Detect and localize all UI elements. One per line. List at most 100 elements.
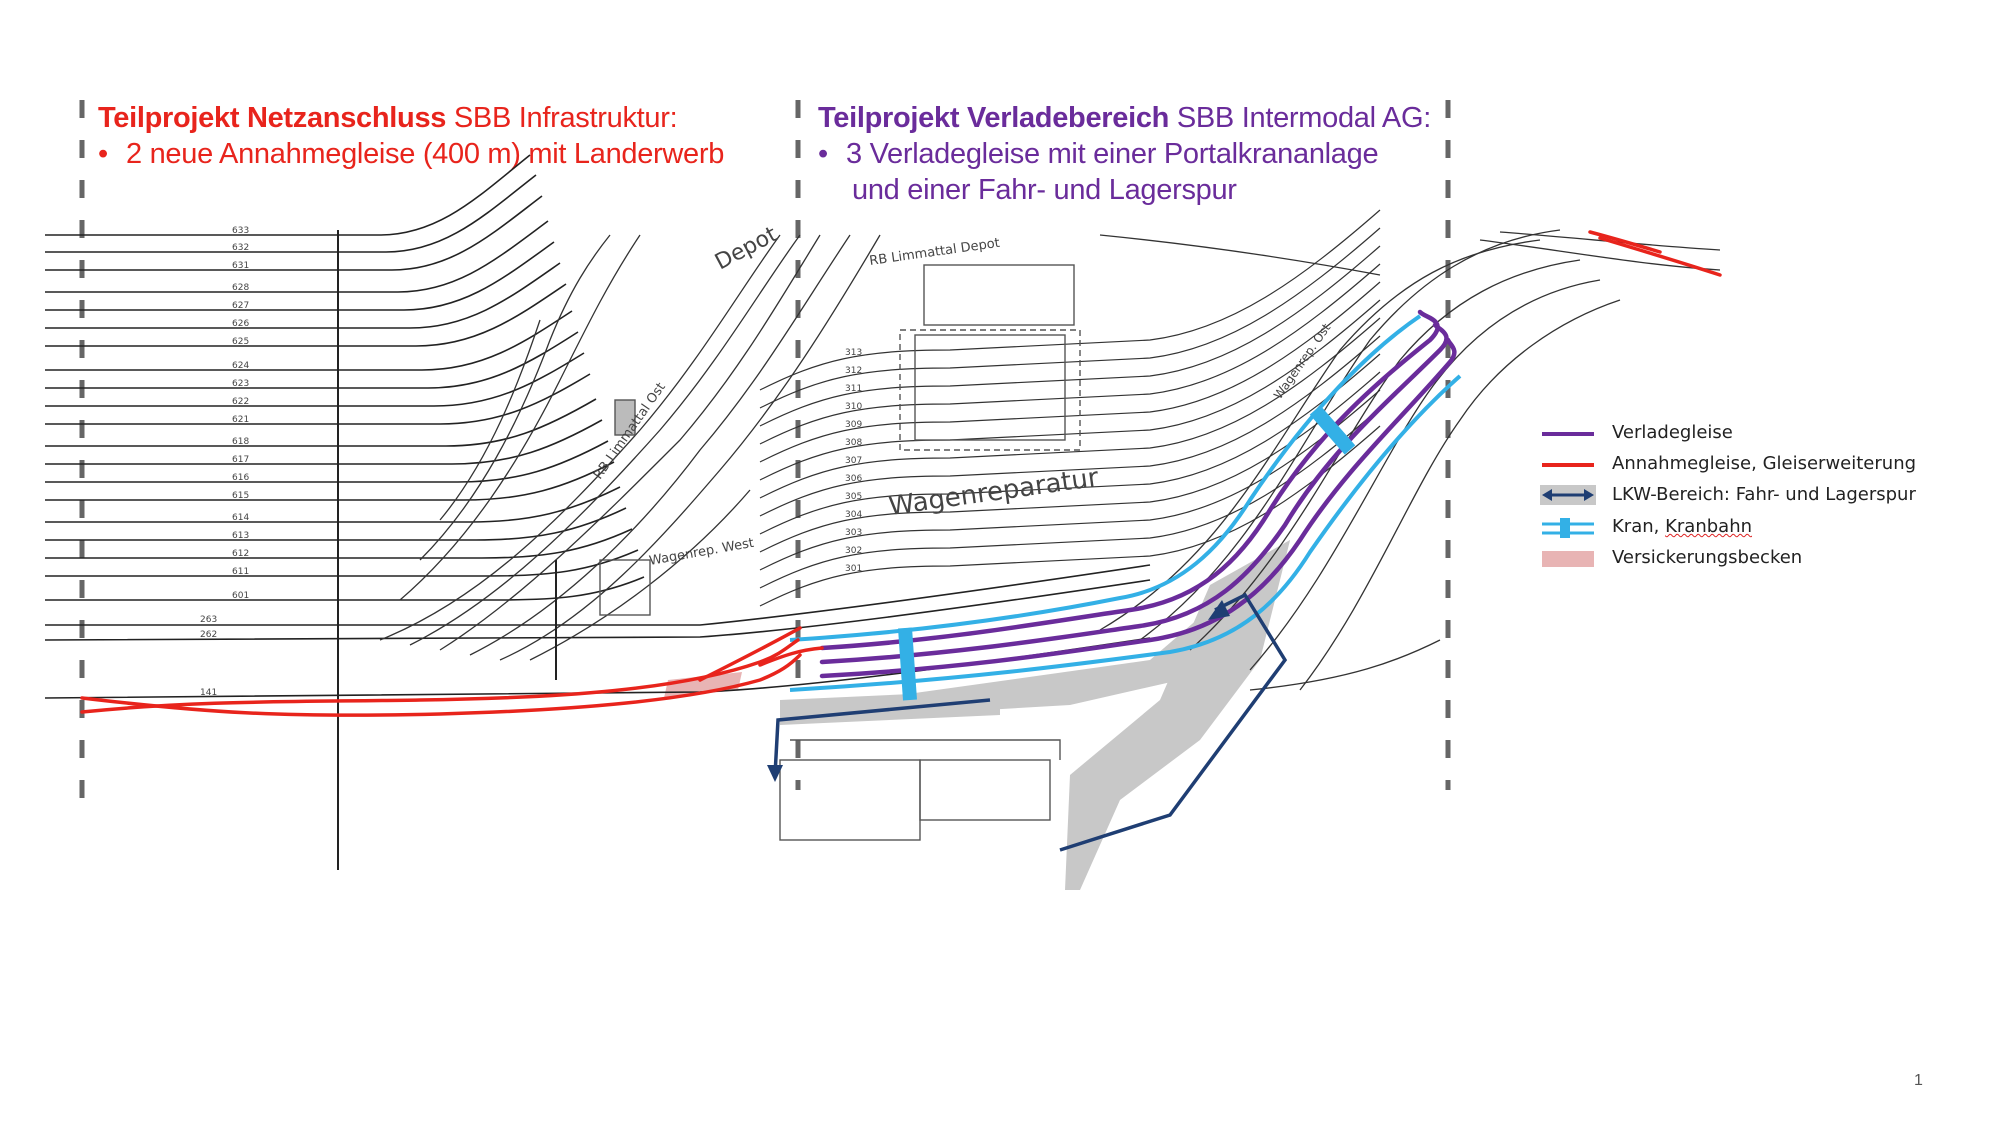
legend-crane-icon xyxy=(1542,518,1594,538)
lkw-fahrspur xyxy=(773,592,1288,852)
annahmegleis-ne-1 xyxy=(1598,236,1722,277)
track-line xyxy=(759,371,1381,553)
annahmegleis-ne-2 xyxy=(1588,230,1662,254)
track-number-label: 631 xyxy=(232,261,249,271)
track-line xyxy=(45,486,621,523)
track-line xyxy=(45,154,531,236)
track-number-labels: 6336326316286276266256246236226216186176… xyxy=(200,226,862,698)
header-verladebereich: Teilprojekt Verladebereich SBB Intermoda… xyxy=(818,100,1431,208)
track-line xyxy=(45,564,1151,626)
track-number-label: 301 xyxy=(845,564,862,574)
track-number-label: 622 xyxy=(232,397,249,407)
legend-item-versickerungsbecken: Versickerungsbecken xyxy=(1530,543,1930,573)
track-number-label: 628 xyxy=(232,283,249,293)
track-line xyxy=(45,195,543,271)
label-rb-ost: RB Limmattal Ost xyxy=(591,380,669,482)
track-number-label: 614 xyxy=(232,513,249,523)
track-line xyxy=(45,507,627,541)
track-number-label: 311 xyxy=(845,384,862,394)
track-number-label: 312 xyxy=(845,366,862,376)
track-number-label: 313 xyxy=(845,348,862,358)
lkw-area-strip xyxy=(780,540,1290,722)
verladegleis-1 xyxy=(819,309,1440,651)
track-line xyxy=(759,425,1381,607)
kran-portal-2 xyxy=(1309,405,1356,455)
track-number-label: 625 xyxy=(232,337,249,347)
label-depot: Depot xyxy=(711,222,782,275)
track-line xyxy=(45,373,591,425)
annahmegleis-4 xyxy=(758,646,824,667)
legend-red-line-icon xyxy=(1542,463,1594,467)
legend-pink-area-icon xyxy=(1542,551,1594,567)
building-south-1 xyxy=(779,759,921,841)
header-right-bullet-cont: und einer Fahr- und Lagerspur xyxy=(852,174,1237,206)
track-line xyxy=(759,227,1381,409)
header-left-bullet: •2 neue Annahmegleise (400 m) mit Lander… xyxy=(98,138,725,170)
verladegleise xyxy=(819,309,1457,679)
header-right-title: Teilprojekt Verladebereich SBB Intermoda… xyxy=(818,102,1431,134)
building-wagenreparatur-inner xyxy=(914,334,1066,441)
track-number-label: 307 xyxy=(845,456,862,466)
legend-purple-line-icon xyxy=(1542,432,1594,436)
track-number-label: 626 xyxy=(232,319,249,329)
track-line xyxy=(759,389,1381,571)
legend-item-lkw: LKW-Bereich: Fahr- und Lagerspur xyxy=(1530,480,1930,510)
track-number-label: 633 xyxy=(232,226,249,236)
annahmegleis-2 xyxy=(80,653,802,717)
track-number-label: 262 xyxy=(200,630,217,640)
label-rb-depot: RB Limmattal Depot xyxy=(868,236,1000,269)
track-number-label: 618 xyxy=(232,437,249,447)
track-line xyxy=(45,331,579,389)
road-lines xyxy=(337,230,557,870)
track-number-label: 611 xyxy=(232,567,249,577)
building-south-2 xyxy=(919,759,1051,821)
track-number-label: 305 xyxy=(845,492,862,502)
track-number-label: 616 xyxy=(232,473,249,483)
track-number-label: 306 xyxy=(845,474,862,484)
track-number-label: 624 xyxy=(232,361,249,371)
track-number-label: 632 xyxy=(232,243,249,253)
track-number-label: 263 xyxy=(200,615,217,625)
track-line xyxy=(45,352,585,407)
lkw-area xyxy=(780,540,1290,890)
track-line xyxy=(45,262,561,329)
track-number-label: 303 xyxy=(845,528,862,538)
page-number: 1 xyxy=(1914,1072,1923,1089)
track-line xyxy=(759,281,1381,463)
track-line xyxy=(759,407,1381,589)
annahmegleis-1 xyxy=(80,638,800,714)
track-line xyxy=(759,245,1381,427)
track-line xyxy=(44,579,1151,641)
track-line xyxy=(759,299,1381,481)
track-number-label: 302 xyxy=(845,546,862,556)
label-wagenreparatur: Wagenreparatur xyxy=(887,463,1101,522)
track-line xyxy=(759,263,1381,445)
lkw-arrow-west xyxy=(773,698,991,776)
legend-item-verladegleise: Verladegleise xyxy=(1530,418,1930,448)
track-line xyxy=(759,353,1381,535)
track-number-label: 310 xyxy=(845,402,862,412)
header-left-title: Teilprojekt Netzanschluss SBB Infrastruk… xyxy=(98,102,678,134)
track-line xyxy=(45,283,567,347)
track-line xyxy=(45,419,603,465)
kranbahn xyxy=(789,314,1462,692)
track-line xyxy=(45,398,597,447)
track-line xyxy=(759,209,1381,391)
track-line xyxy=(759,335,1381,517)
legend-item-kran: Kran, Kranbahn xyxy=(1530,512,1930,542)
track-number-label: 309 xyxy=(845,420,862,430)
building-south-outline xyxy=(790,739,1061,760)
track-number-label: 623 xyxy=(232,379,249,389)
building-depot xyxy=(923,264,1075,326)
kran-portals xyxy=(898,405,1356,701)
track-number-label: 304 xyxy=(845,510,862,520)
label-wagenrep-ost: Wagenrep. Ost xyxy=(1271,321,1334,402)
lkw-arrow-east xyxy=(1059,592,1288,852)
boundary-lines xyxy=(79,100,1451,820)
header-netzanschluss: Teilprojekt Netzanschluss SBB Infrastruk… xyxy=(98,100,724,172)
track-line xyxy=(45,310,573,371)
track-line xyxy=(45,549,639,577)
annahmegleise xyxy=(80,230,1722,717)
lkw-area-west xyxy=(780,690,1000,725)
